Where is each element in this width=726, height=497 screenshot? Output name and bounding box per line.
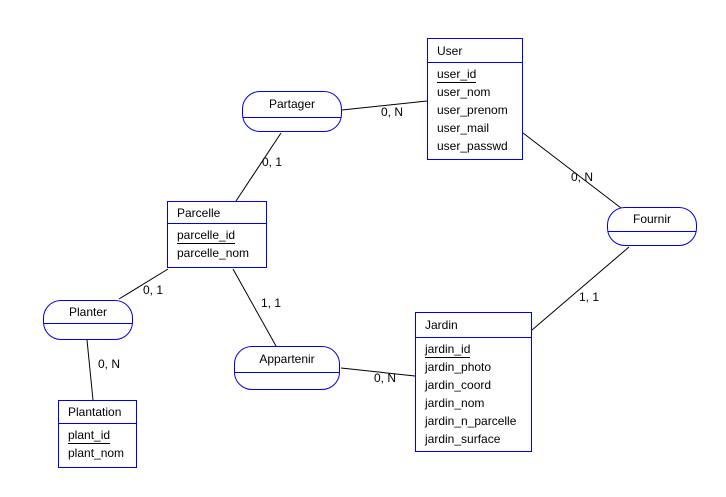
relation-appartenir[interactable]: Appartenir xyxy=(234,346,340,390)
attribute: jardin_photo xyxy=(425,360,492,374)
relation-fournir-label: Fournir xyxy=(632,212,671,226)
entity-jardin[interactable]: Jardin jardin_id jardin_photo jardin_coo… xyxy=(415,312,532,452)
attribute: plant_nom xyxy=(68,446,125,460)
cardinality-user-fournir: 0, N xyxy=(571,170,594,184)
attribute-primary-key: jardin_id xyxy=(425,342,471,358)
relation-divider xyxy=(44,323,132,324)
entity-plantation-title: Plantation xyxy=(59,401,136,424)
entity-plantation[interactable]: Plantation plant_id plant_nom xyxy=(58,400,137,468)
entity-user-attributes: user_id user_nom user_prenom user_mail u… xyxy=(428,63,522,156)
cardinality-parcelle-planter: 0, 1 xyxy=(143,283,164,297)
line-planter-plantation xyxy=(86,339,94,401)
attribute: user_mail xyxy=(437,121,490,135)
attribute: jardin_nom xyxy=(425,396,485,410)
cardinality-fournir-jardin: 1, 1 xyxy=(579,290,600,304)
line-appartenir-jardin xyxy=(340,367,416,377)
line-parcelle-appartenir xyxy=(232,268,277,347)
relation-fournir[interactable]: Fournir xyxy=(607,207,697,246)
attribute: user_prenom xyxy=(437,103,508,117)
attribute: jardin_n_parcelle xyxy=(425,414,517,428)
entity-jardin-title: Jardin xyxy=(416,313,531,338)
line-user-fournir xyxy=(522,132,622,209)
entity-parcelle-attributes: parcelle_id parcelle_nom xyxy=(168,224,266,263)
cardinality-partager-parcelle: 0, 1 xyxy=(262,155,283,169)
cardinality-appartenir-jardin: 0, N xyxy=(374,371,397,385)
cardinality-parcelle-appartenir: 1, 1 xyxy=(261,296,282,310)
entity-user[interactable]: User user_id user_nom user_prenom user_m… xyxy=(427,38,523,160)
attribute: jardin_coord xyxy=(425,378,492,392)
entity-plantation-attributes: plant_id plant_nom xyxy=(59,424,136,463)
line-partager-user xyxy=(341,100,428,111)
attribute: user_passwd xyxy=(437,139,508,153)
relation-partager[interactable]: Partager xyxy=(242,91,342,132)
entity-jardin-attributes: jardin_id jardin_photo jardin_coord jard… xyxy=(416,338,531,449)
relation-appartenir-label: Appartenir xyxy=(259,352,315,366)
line-fournir-jardin xyxy=(531,246,630,331)
attribute-primary-key: plant_id xyxy=(68,428,111,444)
cardinality-partager-user: 0, N xyxy=(381,105,404,119)
relation-divider xyxy=(235,372,339,373)
attribute-primary-key: parcelle_id xyxy=(177,228,236,244)
relation-planter[interactable]: Planter xyxy=(43,300,133,340)
relation-partager-label: Partager xyxy=(268,97,316,111)
line-parcelle-planter xyxy=(118,268,169,300)
attribute: parcelle_nom xyxy=(177,246,250,260)
attribute: user_nom xyxy=(437,85,491,99)
relation-planter-label: Planter xyxy=(68,305,108,319)
attribute-primary-key: user_id xyxy=(437,67,477,83)
attribute: jardin_surface xyxy=(425,432,501,446)
entity-parcelle[interactable]: Parcelle parcelle_id parcelle_nom xyxy=(167,201,267,268)
entity-user-title: User xyxy=(428,39,522,63)
cardinality-planter-plantation: 0, N xyxy=(98,357,121,371)
relation-divider xyxy=(243,117,341,118)
relation-divider xyxy=(608,231,696,232)
line-partager-parcelle xyxy=(235,132,282,202)
entity-parcelle-title: Parcelle xyxy=(168,202,266,224)
